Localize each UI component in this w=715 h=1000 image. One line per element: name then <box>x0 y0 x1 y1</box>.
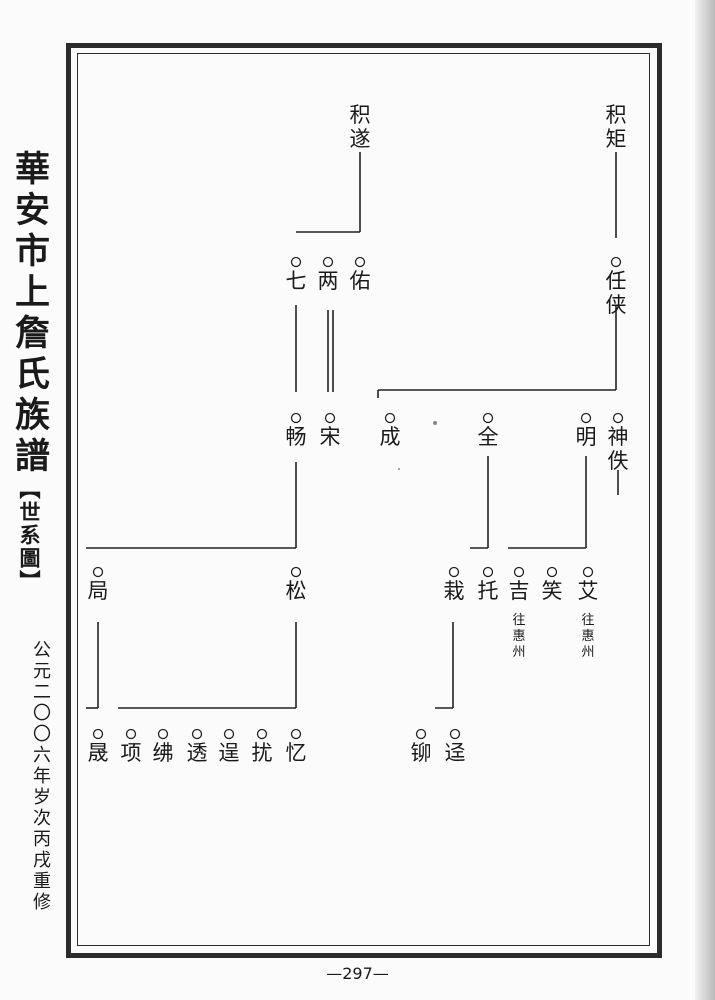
node-name-liang: 两 <box>318 269 339 293</box>
node-note-ji: 往 <box>512 613 525 628</box>
node-name-renxia: 侠 <box>606 293 627 317</box>
node-name-qi: 七 <box>286 269 307 293</box>
node-note-ji: 惠 <box>512 629 525 644</box>
node-name-ai: 艾 <box>578 579 599 603</box>
paper-speck <box>398 468 400 470</box>
node-name-renxia: 任 <box>606 269 627 293</box>
node-marker <box>415 728 427 740</box>
node-marker <box>482 412 494 424</box>
node-name-fu: 绋 <box>153 741 174 765</box>
node-name-shenyi: 佚 <box>608 449 629 473</box>
node-name-jisui: 积 <box>350 103 371 127</box>
node-name-jiju: 积 <box>606 103 627 127</box>
node-name-you: 佑 <box>350 269 371 293</box>
page-number: —297— <box>326 964 389 983</box>
node-marker <box>256 728 268 740</box>
node-name-xiang: 项 <box>121 741 142 765</box>
node-marker <box>612 412 624 424</box>
node-marker <box>384 412 396 424</box>
node-name-sheng: 晟 <box>88 741 109 765</box>
node-name-ming: 明 <box>576 425 597 449</box>
node-marker <box>513 566 525 578</box>
node-marker <box>125 728 137 740</box>
edition-note: 公元二〇〇六年岁次丙戌重修 <box>30 640 51 913</box>
node-marker <box>580 412 592 424</box>
node-marker <box>290 728 302 740</box>
node-name-jing: 迳 <box>445 741 466 765</box>
node-marker <box>92 728 104 740</box>
node-name-xi: 扰 <box>252 741 273 765</box>
section-title: 【世系圖】 <box>17 478 42 593</box>
node-marker <box>290 412 302 424</box>
node-marker <box>354 256 366 268</box>
node-name-jisui: 遂 <box>350 127 371 151</box>
node-marker <box>610 256 622 268</box>
node-marker <box>290 566 302 578</box>
page-border-inner <box>77 53 650 946</box>
node-marker <box>157 728 169 740</box>
node-marker <box>223 728 235 740</box>
node-name-zai: 栽 <box>444 579 465 603</box>
node-marker <box>322 256 334 268</box>
node-marker <box>324 412 336 424</box>
node-name-quan: 全 <box>478 425 499 449</box>
node-name-cheng: 成 <box>380 425 401 449</box>
node-marker <box>290 256 302 268</box>
node-name-tou: 透 <box>187 741 208 765</box>
page-edge-shadow <box>695 0 715 1000</box>
node-name-ji: 吉 <box>509 579 530 603</box>
node-marker <box>92 566 104 578</box>
node-name-liu: 铆 <box>411 741 432 765</box>
node-marker <box>582 566 594 578</box>
node-name-xiao: 笑 <box>542 579 563 603</box>
paper-speck <box>433 421 437 425</box>
page-border-outer <box>66 43 662 958</box>
node-marker <box>482 566 494 578</box>
node-marker <box>546 566 558 578</box>
node-note-ai: 州 <box>581 645 594 660</box>
node-note-ji: 州 <box>512 645 525 660</box>
node-name-tuo: 托 <box>478 579 499 603</box>
book-title: 華安市上詹氏族譜 <box>9 150 50 478</box>
node-marker <box>191 728 203 740</box>
node-name-lai: 逞 <box>219 741 240 765</box>
node-note-ai: 往 <box>581 613 594 628</box>
node-name-songtree: 松 <box>286 579 307 603</box>
node-name-ju: 局 <box>88 579 109 603</box>
node-name-jiju: 矩 <box>606 127 627 151</box>
node-name-shenyi: 神 <box>608 425 629 449</box>
node-marker <box>449 728 461 740</box>
node-marker <box>448 566 460 578</box>
node-name-song: 宋 <box>320 425 341 449</box>
node-name-chang: 畅 <box>286 425 307 449</box>
node-note-ai: 惠 <box>581 629 594 644</box>
node-name-yi: 忆 <box>286 741 307 765</box>
